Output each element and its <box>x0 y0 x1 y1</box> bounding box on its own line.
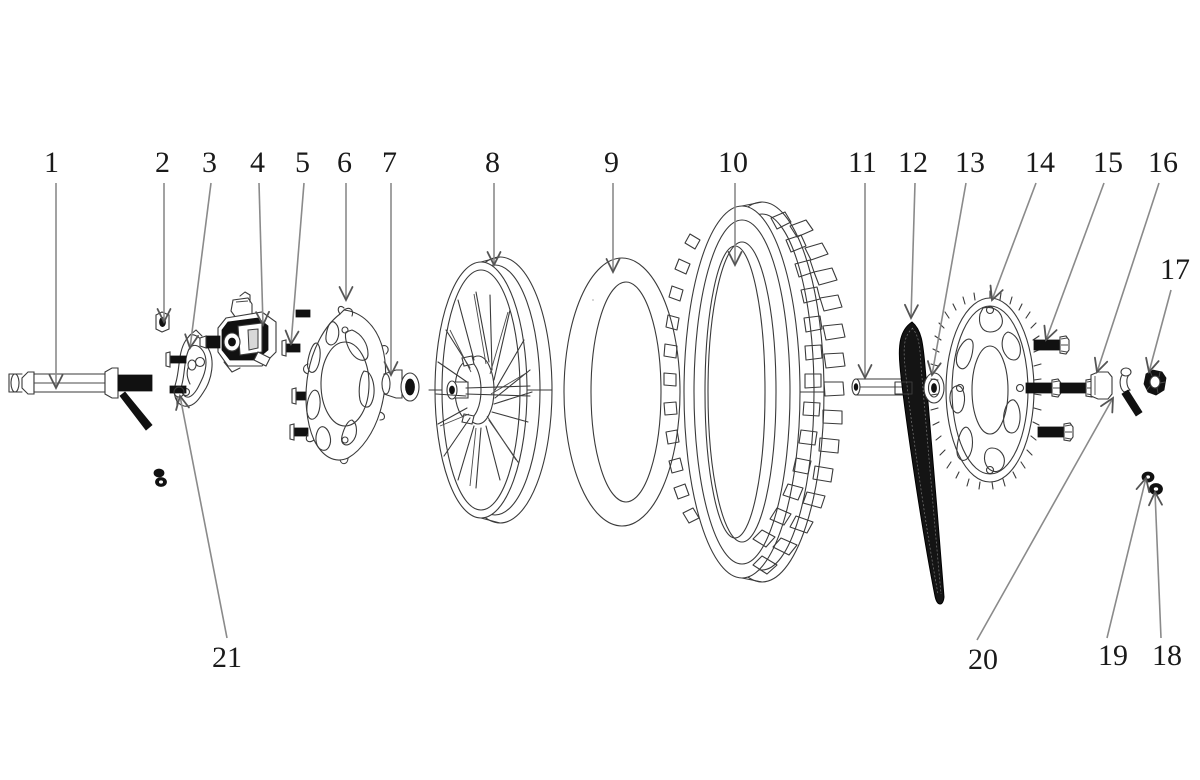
leader-line-21 <box>179 395 228 639</box>
callout-number-14: 14 <box>1025 146 1055 179</box>
part-sprocket-bolt-1 <box>1033 335 1070 355</box>
leader-line-19 <box>1106 477 1147 639</box>
leader-arrowhead-8 <box>486 251 502 268</box>
leader-arrowhead-11 <box>857 364 873 381</box>
leader-arrowhead-18 <box>1148 489 1163 507</box>
part-caliper-bolt-2 <box>295 309 311 318</box>
leader-line-13 <box>931 182 967 376</box>
leader-arrowhead-6 <box>338 286 354 303</box>
leader-arrowhead-19 <box>1135 476 1151 494</box>
part-bracket-bolt-lower <box>169 385 187 394</box>
part-bracket-bolt-upper <box>165 351 187 368</box>
callout-number-1: 1 <box>44 146 59 179</box>
part-chain-master-link <box>1119 367 1143 417</box>
leader-arrowhead-2 <box>156 308 172 325</box>
callout-number-12: 12 <box>898 146 928 179</box>
leader-arrowhead-15 <box>1043 324 1058 342</box>
part-bearing-ring <box>400 372 420 402</box>
leader-line-18 <box>1154 491 1162 639</box>
leader-line-16 <box>1096 182 1160 373</box>
callout-number-16: 16 <box>1148 146 1178 179</box>
part-brake-caliper <box>199 291 277 373</box>
leader-arrowhead-9 <box>605 258 621 275</box>
part-rear-sprocket <box>930 290 1042 490</box>
part-inner-tube <box>563 257 681 527</box>
part-wheel-spacer-collar <box>381 369 403 399</box>
leader-arrowhead-12 <box>904 303 919 321</box>
callout-number-20: 20 <box>968 643 998 676</box>
leader-arrowhead-5 <box>284 329 300 347</box>
leader-line-12 <box>910 182 916 319</box>
callout-number-5: 5 <box>295 146 310 179</box>
part-pin-clip <box>186 359 197 385</box>
part-sprocket-bolt-3 <box>1037 422 1074 442</box>
callout-number-15: 15 <box>1093 146 1123 179</box>
part-caliper-bolt-4 <box>289 423 309 441</box>
leader-arrowhead-17 <box>1145 356 1160 374</box>
leader-line-5 <box>290 182 305 345</box>
part-drive-chain <box>894 321 945 605</box>
leader-arrowhead-21 <box>175 394 190 411</box>
part-caliper-bolt-1 <box>281 339 301 357</box>
leader-arrowhead-16 <box>1094 356 1109 374</box>
part-small-washers-left <box>153 468 167 487</box>
leader-line-15 <box>1045 182 1105 341</box>
leader-arrowhead-1 <box>48 374 64 391</box>
callout-number-19: 19 <box>1098 639 1128 672</box>
callout-number-10: 10 <box>718 146 748 179</box>
part-chain-adjuster-collar <box>923 372 945 404</box>
part-castle-nut <box>1143 369 1167 396</box>
leader-arrowhead-10 <box>727 251 743 268</box>
part-brake-disc-rotor <box>302 305 389 465</box>
callout-number-8: 8 <box>485 146 500 179</box>
leader-line-20 <box>976 397 1114 641</box>
leader-arrowhead-3 <box>184 333 199 350</box>
leader-arrowhead-4 <box>255 310 270 328</box>
callout-number-18: 18 <box>1152 639 1182 672</box>
leader-lines-group <box>48 182 1172 641</box>
leader-line-14 <box>991 182 1037 301</box>
callout-number-13: 13 <box>955 146 985 179</box>
leader-arrowhead-7 <box>383 361 399 378</box>
part-front-axle-shaft <box>8 367 153 431</box>
leader-line-3 <box>189 182 212 349</box>
leader-arrowhead-13 <box>927 360 942 377</box>
callout-number-7: 7 <box>382 146 397 179</box>
callout-number-21: 21 <box>212 641 242 674</box>
leader-line-17 <box>1148 289 1172 373</box>
part-caliper-bolt-3 <box>291 387 311 405</box>
callout-number-11: 11 <box>848 146 877 179</box>
leader-arrowhead-14 <box>989 284 1004 302</box>
part-wheel-rim-spokes <box>428 256 553 524</box>
leader-arrowhead-20 <box>1100 396 1114 414</box>
callout-number-6: 6 <box>337 146 352 179</box>
part-knobby-tire <box>663 201 846 583</box>
callout-number-4: 4 <box>250 146 265 179</box>
part-bearing-spacer <box>1090 371 1113 400</box>
callout-number-9: 9 <box>604 146 619 179</box>
callout-number-3: 3 <box>202 146 217 179</box>
callout-number-2: 2 <box>155 146 170 179</box>
callout-number-17: 17 <box>1160 253 1190 286</box>
leader-line-4 <box>258 182 264 326</box>
